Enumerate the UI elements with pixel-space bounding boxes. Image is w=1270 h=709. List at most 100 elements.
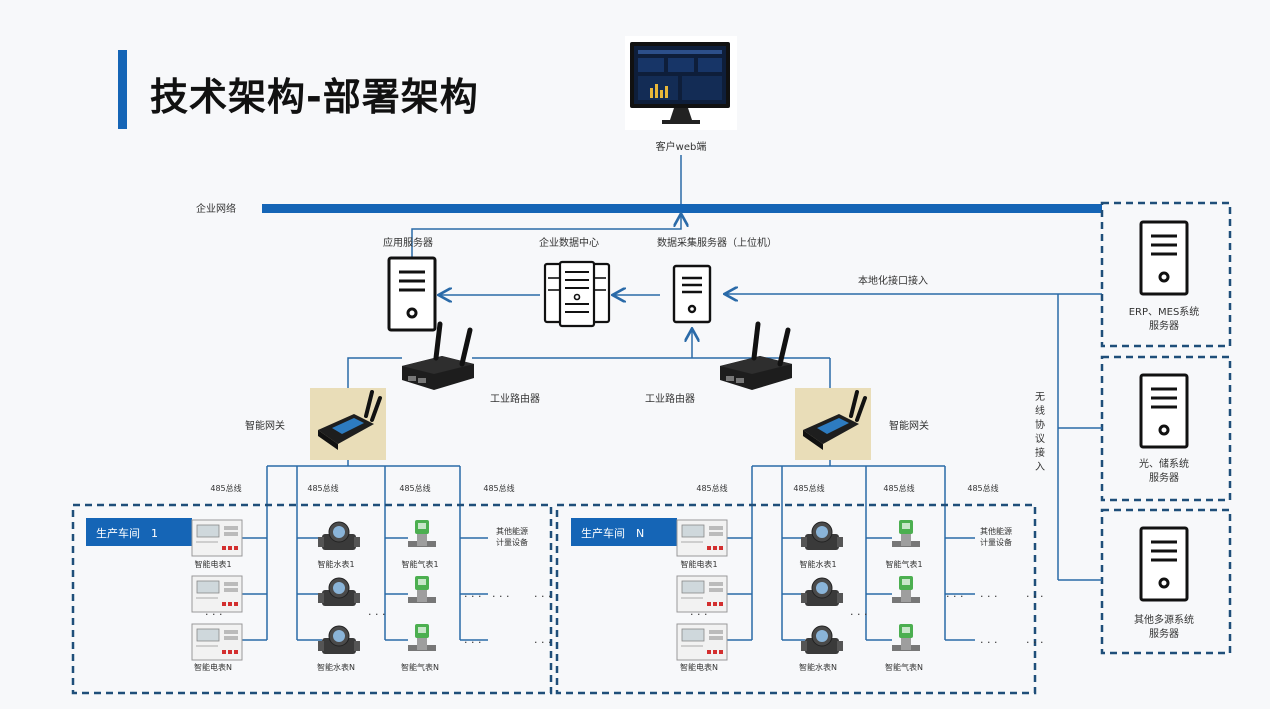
device-label: 智能水表1 — [317, 559, 354, 569]
bus-label: 485总线 — [793, 483, 824, 493]
bus-label: 485总线 — [696, 483, 727, 493]
gas-meter-icon — [892, 624, 920, 650]
water-meter-icon — [317, 521, 361, 551]
workshop-n-box — [555, 503, 1037, 695]
workshop-1-label: 生产车间 1 — [96, 526, 158, 540]
device-label: 计量设备 — [496, 537, 528, 547]
device-label: 智能气表N — [401, 662, 439, 672]
right-server-line2: 服务器 — [1149, 627, 1179, 640]
router-left-to-gateway-line — [347, 357, 402, 388]
svg-text:无: 无 — [1035, 392, 1045, 403]
electric-meter-icon — [676, 519, 728, 557]
gas-meter-icon — [408, 576, 436, 602]
other-systems-box — [1100, 508, 1232, 655]
bus-label: 485总线 — [883, 483, 914, 493]
gas-meter-icon — [892, 576, 920, 602]
ellipsis: · · · — [464, 636, 481, 649]
device-label: 智能电表N — [194, 662, 232, 672]
page-title: 技术架构-部署架构 — [150, 75, 479, 119]
right-server-line2: 服务器 — [1149, 319, 1179, 332]
water-meter-icon — [800, 625, 844, 655]
gateway-left-icon — [308, 386, 388, 462]
ellipsis: · · · — [980, 636, 997, 649]
workshop-1-label-bg — [86, 518, 192, 546]
ellipsis: · · · — [1026, 590, 1043, 603]
device-label: 智能电表1 — [194, 559, 231, 569]
gas-meter-icon — [408, 624, 436, 650]
device-label: 智能水表N — [317, 662, 355, 672]
ellipsis: · · · — [464, 590, 481, 603]
other-systems-server-icon — [1139, 526, 1189, 602]
electric-meter-icon — [191, 575, 243, 613]
bus-label: 485总线 — [967, 483, 998, 493]
water-meter-icon — [317, 625, 361, 655]
gas-meter-icon — [892, 520, 920, 546]
ellipsis: · · · — [1026, 636, 1043, 649]
device-label: 智能水表N — [799, 662, 837, 672]
collect-server-label: 数据采集服务器（上位机） — [657, 236, 777, 249]
client-monitor-icon — [625, 36, 737, 130]
svg-text:线: 线 — [1035, 404, 1045, 417]
bus-label: 485总线 — [399, 483, 430, 493]
device-label: 其他能源 — [496, 526, 528, 536]
device-label: 智能水表1 — [799, 559, 836, 569]
data-center-label: 企业数据中心 — [539, 236, 599, 249]
bus-lines-right — [724, 460, 975, 641]
right-server-line2: 服务器 — [1149, 471, 1179, 484]
water-meter-icon — [800, 577, 844, 607]
right-server-line1: 光、储系统 — [1139, 457, 1189, 470]
gas-meter-icon — [408, 520, 436, 546]
device-label: 智能气表1 — [885, 559, 922, 569]
right-server-line1: ERP、MES系统 — [1129, 305, 1200, 318]
workshop-n-label: 生产车间 N — [581, 526, 644, 540]
data-center-icon — [543, 260, 611, 328]
router-left-label: 工业路由器 — [490, 392, 540, 405]
electric-meter-icon — [191, 623, 243, 661]
right-server-line1: 其他多源系统 — [1134, 613, 1194, 626]
ellipsis: · · · — [690, 608, 707, 621]
router-right-icon — [720, 324, 792, 390]
electric-meter-icon — [191, 519, 243, 557]
network-label: 企业网络 — [196, 202, 236, 215]
client-label: 客户web端 — [656, 140, 707, 153]
wireless-label: 无 线 协 议 接 入 — [1035, 392, 1045, 473]
svg-text:入: 入 — [1035, 462, 1045, 473]
device-label: 智能电表N — [680, 662, 718, 672]
collect-server-icon — [672, 264, 712, 324]
svg-text:议: 议 — [1035, 433, 1045, 445]
svg-text:接: 接 — [1035, 446, 1045, 459]
ellipsis: · · · — [850, 608, 867, 621]
bus-label: 485总线 — [210, 483, 241, 493]
device-label: 智能电表1 — [680, 559, 717, 569]
erp-mes-box — [1100, 201, 1232, 348]
device-label: 计量设备 — [980, 537, 1012, 547]
gateway-right-label: 智能网关 — [889, 419, 929, 432]
svg-text:协: 协 — [1035, 418, 1045, 431]
pv-storage-server-icon — [1139, 373, 1189, 449]
water-meter-icon — [317, 577, 361, 607]
device-label: 其他能源 — [980, 526, 1012, 536]
electric-meter-icon — [676, 623, 728, 661]
ellipsis: · · · — [534, 636, 551, 649]
ellipsis: · · · — [534, 590, 551, 603]
app-server-icon — [387, 256, 437, 332]
ellipsis: · · · — [980, 590, 997, 603]
app-to-network-link — [411, 215, 681, 258]
app-server-label: 应用服务器 — [383, 236, 433, 249]
device-label: 智能气表1 — [401, 559, 438, 569]
workshop-1-box — [71, 503, 553, 695]
local-interface-label: 本地化接口接入 — [858, 274, 928, 287]
router-left-icon — [402, 324, 474, 390]
workshop-n-label-bg — [571, 518, 677, 546]
bus-label: 485总线 — [307, 483, 338, 493]
electric-meter-icon — [676, 575, 728, 613]
device-label: 智能气表N — [885, 662, 923, 672]
ellipsis: · · · — [205, 608, 222, 621]
ellipsis: · · · — [492, 590, 509, 603]
ellipsis: · · · — [946, 590, 963, 603]
gateway-right-icon — [793, 386, 873, 462]
bus-label: 485总线 — [483, 483, 514, 493]
title-accent-bar — [118, 50, 127, 129]
ellipsis: · · · — [368, 608, 385, 621]
router-right-label: 工业路由器 — [645, 392, 695, 405]
